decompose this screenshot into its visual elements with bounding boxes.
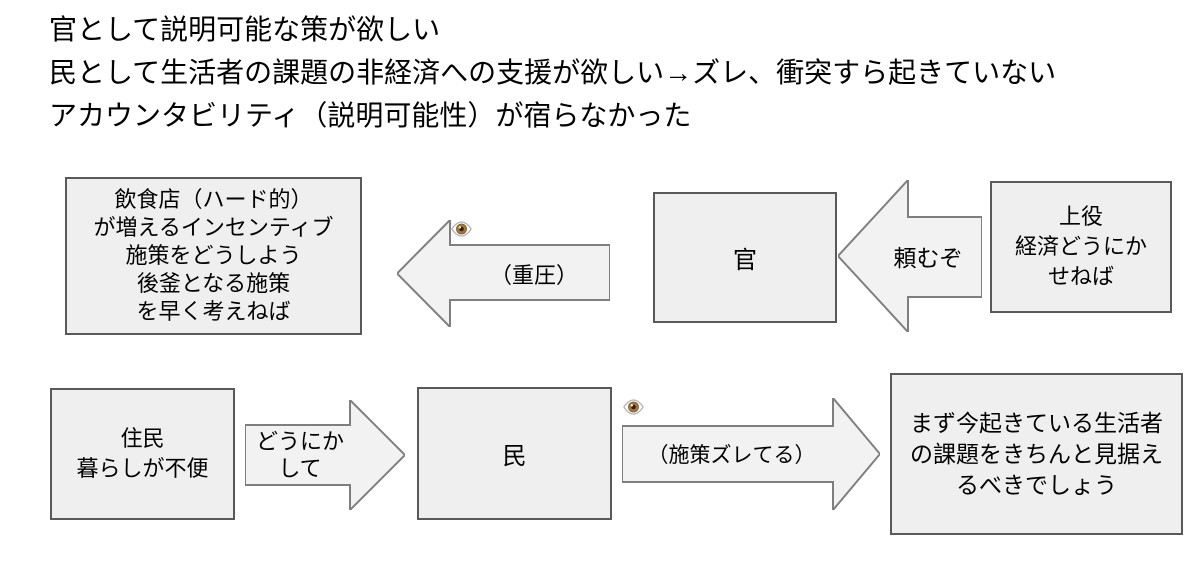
box-line: るべきでしょう (956, 471, 1117, 498)
box-residents: 住民 暮らしが不便 (50, 388, 235, 520)
box-line: せねば (1047, 264, 1114, 289)
box-incentive-plan: 飲食店（ハード的） が増えるインセンティブ 施策をどうしよう 後釜となる施策 を… (65, 177, 362, 335)
box-line: 上役 (1058, 204, 1103, 229)
arrow-label-text: 頼むぞ (893, 245, 963, 271)
box-line: 経済どうにか (1014, 234, 1147, 259)
box-line: が増えるインセンティブ (93, 215, 334, 240)
arrow-label-text: （施策ズレてる） (647, 444, 816, 467)
box-line: 施策をどうしよう (125, 243, 302, 268)
box-line: まず今起きている生活者 (910, 409, 1163, 436)
arrow-mismatch: （施策ズレてる） (622, 398, 880, 510)
box-people: 民 (417, 387, 612, 520)
box-line: 民 (502, 443, 527, 470)
box-conclusion: まず今起きている生活者 の課題をきちんと見据え るべきでしょう (890, 373, 1183, 535)
left-arrow-shape (397, 220, 610, 327)
box-boss: 上役 経済どうにか せねば (990, 181, 1172, 313)
heading: 官として説明可能な策が欲しい 民として生活者の課題の非経済への支援が欲しい→ズレ… (49, 8, 1056, 137)
arrow-plea: どうにか して (245, 400, 405, 510)
left-arrow-shape (838, 180, 982, 332)
box-line: 飲食店（ハード的） (114, 187, 313, 212)
box-line: 官 (733, 247, 757, 274)
heading-line-2: 民として生活者の課題の非経済への支援が欲しい→ズレ、衝突すら起きていない (49, 57, 1057, 88)
right-arrow-shape (622, 398, 880, 510)
arrow-label-text: して (278, 456, 322, 481)
heading-line-1: 官として説明可能な策が欲しい (49, 14, 441, 45)
arrow-request: 頼むぞ (838, 180, 982, 332)
box-line: 後釜となる施策 (136, 271, 291, 296)
box-line: の課題をきちんと見据え (910, 440, 1163, 467)
arrow-pressure: （重圧） (397, 220, 610, 327)
box-line: 住民 (120, 426, 165, 451)
box-government: 官 (653, 192, 837, 323)
arrow-label-text: どうにか (255, 429, 344, 454)
arrow-label-text: （重圧） (489, 262, 578, 288)
right-arrow-shape (245, 400, 405, 510)
heading-line-3: アカウンタビリティ（説明可能性）が宿らなかった (49, 100, 692, 131)
box-line: 暮らしが不便 (76, 456, 209, 481)
box-line: を早く考えねば (136, 299, 291, 324)
